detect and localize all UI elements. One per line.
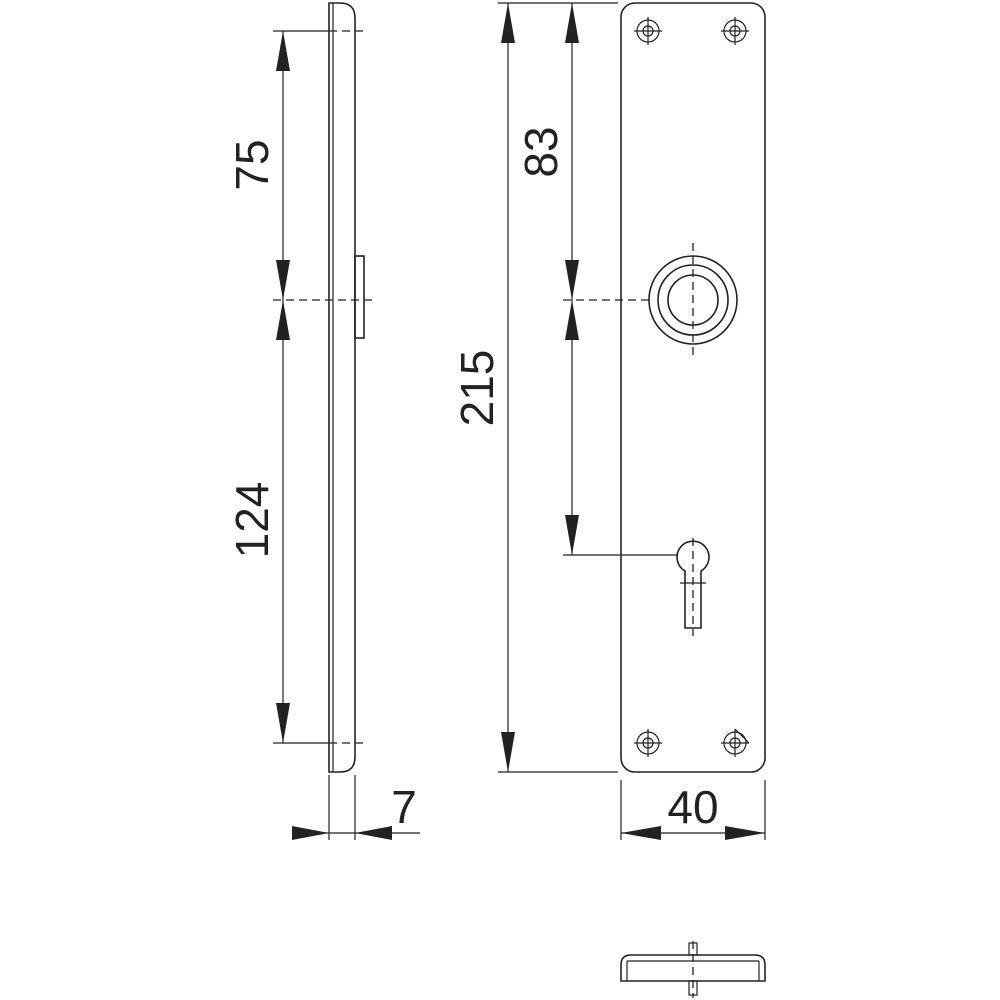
dimension-40-label: 40 [667,781,718,833]
dimension-215: 215 [451,3,515,772]
dimension-40: 40 [620,780,766,840]
dimension-75-label: 75 [226,139,278,190]
handle-rosette [648,243,738,357]
front-view [620,2,766,773]
plan-view-outline [620,954,766,982]
dimension-83: 83 [515,3,579,300]
screw-hole-bottom-right [721,728,750,757]
screw-hole-top-right [721,17,749,45]
dimension-7-label: 7 [391,781,417,833]
screw-hole-bottom-left [634,729,662,757]
side-view [328,2,365,773]
dimension-7: 7 [292,775,420,840]
front-plate-outline [620,2,766,773]
keyhole [676,538,710,636]
plan-view [620,941,766,998]
dimension-124: 124 [226,300,290,743]
dimension-83-label: 83 [515,126,567,177]
dimension-124-label: 124 [226,482,278,559]
screw-hole-top-left [634,17,662,45]
dimension-75: 75 [226,31,290,300]
side-spindle-boss [354,255,365,339]
dimension-handle-to-keyhole [565,300,579,555]
side-plate-outline [328,2,356,773]
dimension-215-label: 215 [451,350,503,427]
